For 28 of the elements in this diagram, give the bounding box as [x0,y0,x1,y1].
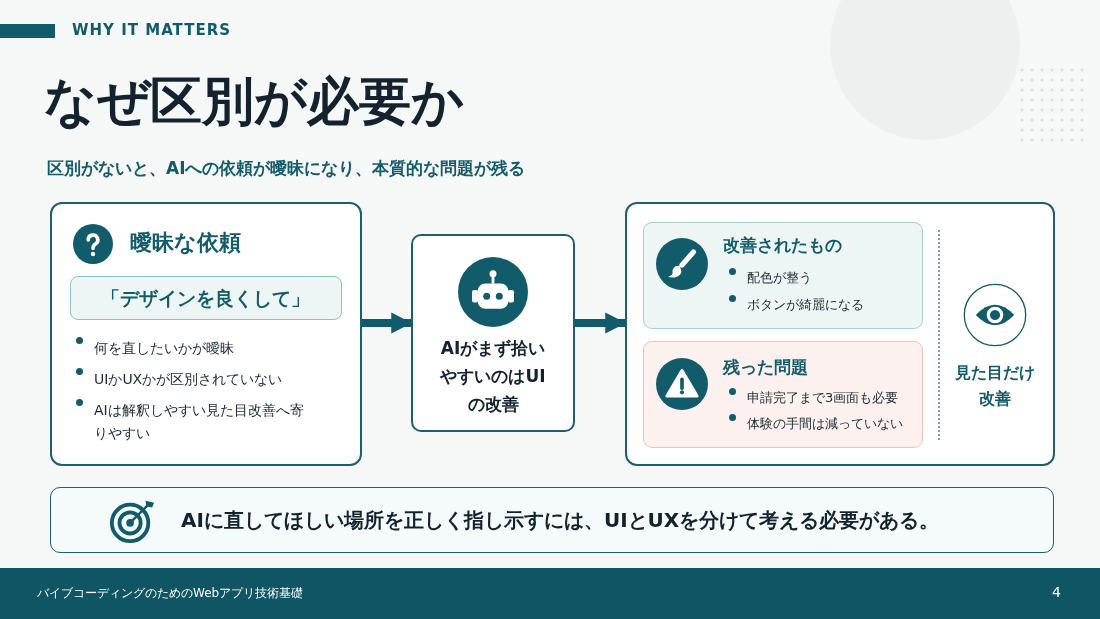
process-box [411,234,575,432]
bullet-text: 申請完了まで3画面も必要 [727,388,917,408]
conclusion-text: AIに直してほしい場所を正しく指し示すには、UIとUXを分けて考える必要がある。 [181,507,941,534]
bullet-text: AIは解釈しやすい見た目改善へ寄りやすい [74,399,312,445]
bullet-text: UIかUXかが区別されていない [74,368,344,390]
improved-box [643,222,923,329]
bullet-text: ボタンが綺麗になる [727,295,917,315]
box-heading: 残った問題 [723,356,809,379]
request-panel [50,202,362,466]
box-heading: 改善されたもの [723,234,843,257]
box-text: AIがまず拾いやすいのはUIの改善 [439,337,547,416]
quote-box [70,276,342,320]
quote-text: 「デザインを良くして」 [100,286,311,311]
section-label: WHY IT MATTERS [72,21,231,39]
conclusion-box [50,487,1054,553]
arrow [575,312,627,334]
bullet-text: 体験の手間は減っていない [727,414,917,434]
panel-heading: 曖昧な依頼 [130,229,242,257]
footer-text: バイブコーディングのためのWebアプリ技術基礎 [37,585,304,602]
arrow [362,312,413,334]
bullet-text: 配色が整う [727,268,917,288]
result-text: 見た目だけ改善 [954,362,1036,410]
title: なぜ区別が必要か [44,70,464,133]
result-panel [625,202,1055,466]
problem-box [643,341,923,448]
bullet-text: 何を直したいかが曖昧 [74,337,344,359]
page-number: 4 [1052,584,1061,600]
subtitle: 区別がないと、AIへの依頼が曖昧になり、本質的な問題が残る [47,157,526,180]
